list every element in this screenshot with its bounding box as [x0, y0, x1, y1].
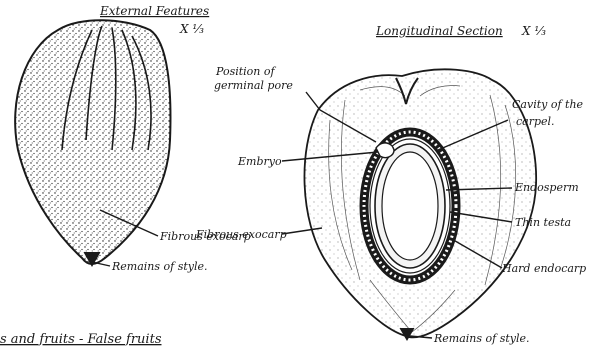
external-scale: X ⅓	[179, 22, 204, 36]
carpel-cavity	[382, 152, 438, 260]
whole-fruit-outline	[15, 20, 170, 264]
label-germinal-pore-line1: Position of	[215, 65, 277, 78]
label-endosperm: Endosperm	[514, 181, 579, 194]
label-cavity-line2: carpel.	[516, 115, 555, 128]
label-remains-of-style-ext: Remains of style.	[111, 260, 208, 273]
external-heading: External Features	[99, 4, 209, 18]
footer-caption: s and fruits - False fruits	[0, 332, 162, 347]
label-fibrous-exocarp-sec: Fibrous exocarp	[195, 228, 287, 241]
label-thin-testa: Thin testa	[515, 216, 571, 229]
longitudinal-section: Longitudinal Section X ⅓	[195, 24, 586, 345]
label-cavity-line1: Cavity of the	[512, 98, 584, 111]
label-remains-of-style-sec: Remains of style.	[433, 332, 530, 345]
section-scale: X ⅓	[521, 24, 546, 38]
section-heading: Longitudinal Section	[375, 24, 503, 38]
label-hard-endocarp: Hard endocarp	[501, 262, 586, 275]
label-germinal-pore-line2: germinal pore	[214, 79, 293, 92]
label-embryo: Embryo	[237, 155, 282, 168]
